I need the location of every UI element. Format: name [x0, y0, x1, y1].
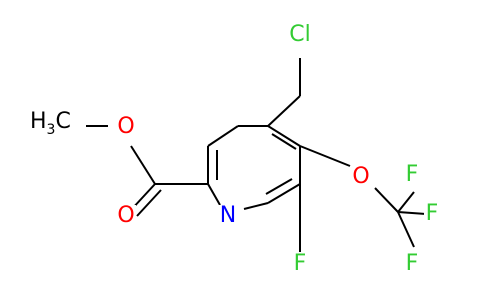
- bond-o-cf3: [374, 187, 399, 213]
- bond-ccarbonyl-oester: [130, 145, 156, 185]
- atom-labels: Cl O F F F F N O O H3C: [30, 22, 440, 276]
- atom-o-ether: O: [352, 164, 369, 189]
- atom-cl: Cl: [289, 22, 310, 47]
- atom-o-ester: O: [117, 114, 134, 139]
- bond-c6-c7: [267, 183, 301, 204]
- bond-c6-c7-double: [265, 178, 293, 195]
- atom-methyl: H3C: [30, 109, 71, 138]
- bond-c2-c3: [207, 125, 239, 147]
- bond-c4-c5-double: [271, 133, 297, 150]
- atom-methyl-subscript: 3: [47, 122, 56, 138]
- atom-f-ring: F: [294, 251, 307, 276]
- atom-methyl-h: H: [30, 109, 47, 134]
- atom-f3: F: [406, 251, 419, 276]
- bond-c4-c5: [267, 125, 301, 147]
- atom-o-carbonyl: O: [117, 203, 134, 228]
- atom-n-ring: N: [220, 203, 236, 228]
- bond-ccarbonyl-ocarbonyl-double: [136, 189, 162, 217]
- bond-cf3-f1: [397, 191, 415, 213]
- bond-c5-o: [299, 145, 351, 167]
- atom-f2: F: [426, 201, 439, 226]
- bond-cf3-f3: [397, 211, 415, 248]
- bond-c7-n: [243, 202, 269, 210]
- atom-f1: F: [406, 162, 419, 187]
- bonds: [86, 58, 427, 252]
- bond-cf3-f2: [397, 211, 427, 215]
- bond-n-c1: [207, 183, 221, 206]
- atom-methyl-c: C: [55, 109, 70, 134]
- bond-c4-ch2: [267, 95, 301, 127]
